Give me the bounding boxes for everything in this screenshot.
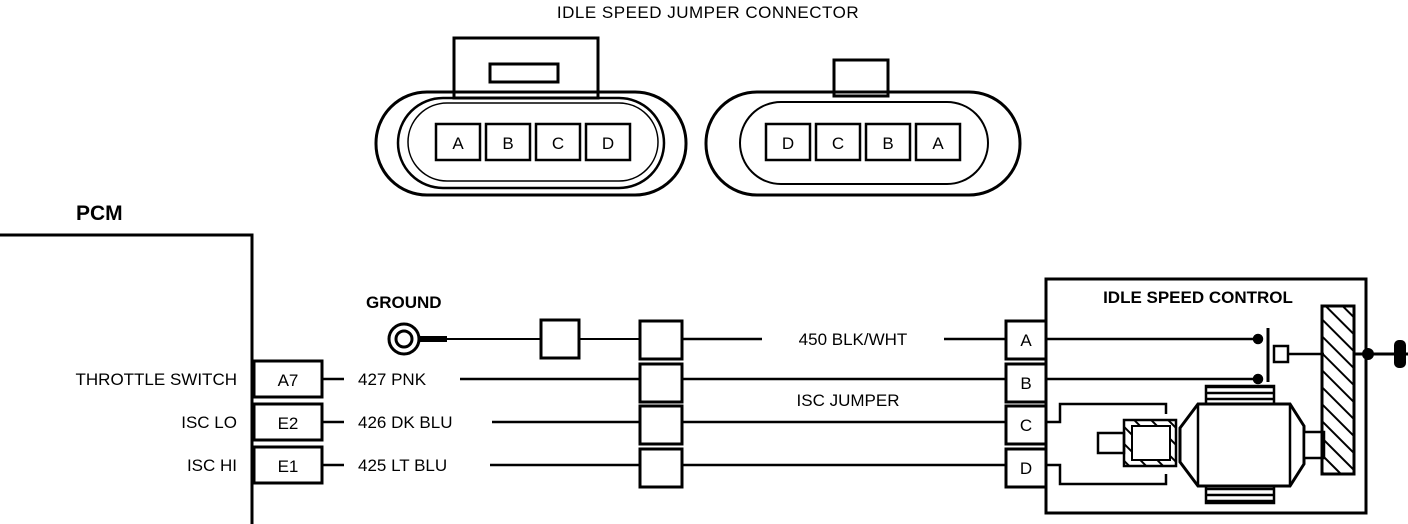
throttle-switch-label: THROTTLE SWITCH xyxy=(76,370,238,389)
throttle-switch-contacts xyxy=(1046,328,1324,385)
inline-connector xyxy=(638,319,684,489)
isc-pin-c-label: C xyxy=(1020,416,1032,435)
pcm-title: PCM xyxy=(76,202,123,225)
isc-pin-a xyxy=(1004,319,1048,361)
right-pin-d xyxy=(764,122,812,162)
isc-title: IDLE SPEED CONTROL xyxy=(1103,288,1293,307)
pcm-pin-e1 xyxy=(252,445,324,485)
pcm-pin-e1-label: E1 xyxy=(278,457,299,476)
left-pin-d xyxy=(584,122,632,162)
right-pin-c-label: C xyxy=(832,134,844,153)
left-pin-c xyxy=(534,122,582,162)
right-pin-a-label: A xyxy=(932,134,944,153)
wire-427-label: 427 PNK xyxy=(358,370,427,389)
isc-hi-label: ISC HI xyxy=(187,456,237,475)
isc-pin-b-label: B xyxy=(1020,374,1031,393)
pcm-pin-e2-label: E2 xyxy=(278,414,299,433)
pcm-outline xyxy=(0,233,254,524)
isc-pin-d xyxy=(1004,447,1048,489)
pcm-pin-e2 xyxy=(252,402,324,442)
right-pin-a xyxy=(914,122,962,162)
ground-splice xyxy=(539,318,581,360)
isc-pin-a-label: A xyxy=(1020,331,1032,350)
jumper-connector-left xyxy=(374,36,688,197)
ground-label: GROUND xyxy=(366,293,442,312)
isc-housing xyxy=(1044,277,1368,515)
wire-450-label: 450 BLK/WHT xyxy=(799,330,908,349)
left-pin-d-label: D xyxy=(602,134,614,153)
wire-425-label: 425 LT BLU xyxy=(358,456,447,475)
isc-lo-label: ISC LO xyxy=(181,413,237,432)
left-pin-a xyxy=(434,122,482,162)
left-pin-a-label: A xyxy=(452,134,464,153)
left-pin-b-label: B xyxy=(502,134,513,153)
right-pin-b-label: B xyxy=(882,134,893,153)
pcm-pin-a7-label: A7 xyxy=(278,371,299,390)
isc-motor xyxy=(1096,384,1326,505)
right-pin-c xyxy=(814,122,862,162)
isc-jumper-label: ISC JUMPER xyxy=(797,391,900,410)
right-pin-d-label: D xyxy=(782,134,794,153)
wire-426-label: 426 DK BLU xyxy=(358,413,453,432)
isc-pin-d-label: D xyxy=(1020,459,1032,478)
right-pin-b xyxy=(864,122,912,162)
left-pin-b xyxy=(484,122,532,162)
isc-plunger xyxy=(1320,304,1408,476)
left-pin-c-label: C xyxy=(552,134,564,153)
ground-terminal xyxy=(387,322,541,356)
jumper-connector-right xyxy=(704,58,1022,197)
connector-title: IDLE SPEED JUMPER CONNECTOR xyxy=(557,3,859,22)
